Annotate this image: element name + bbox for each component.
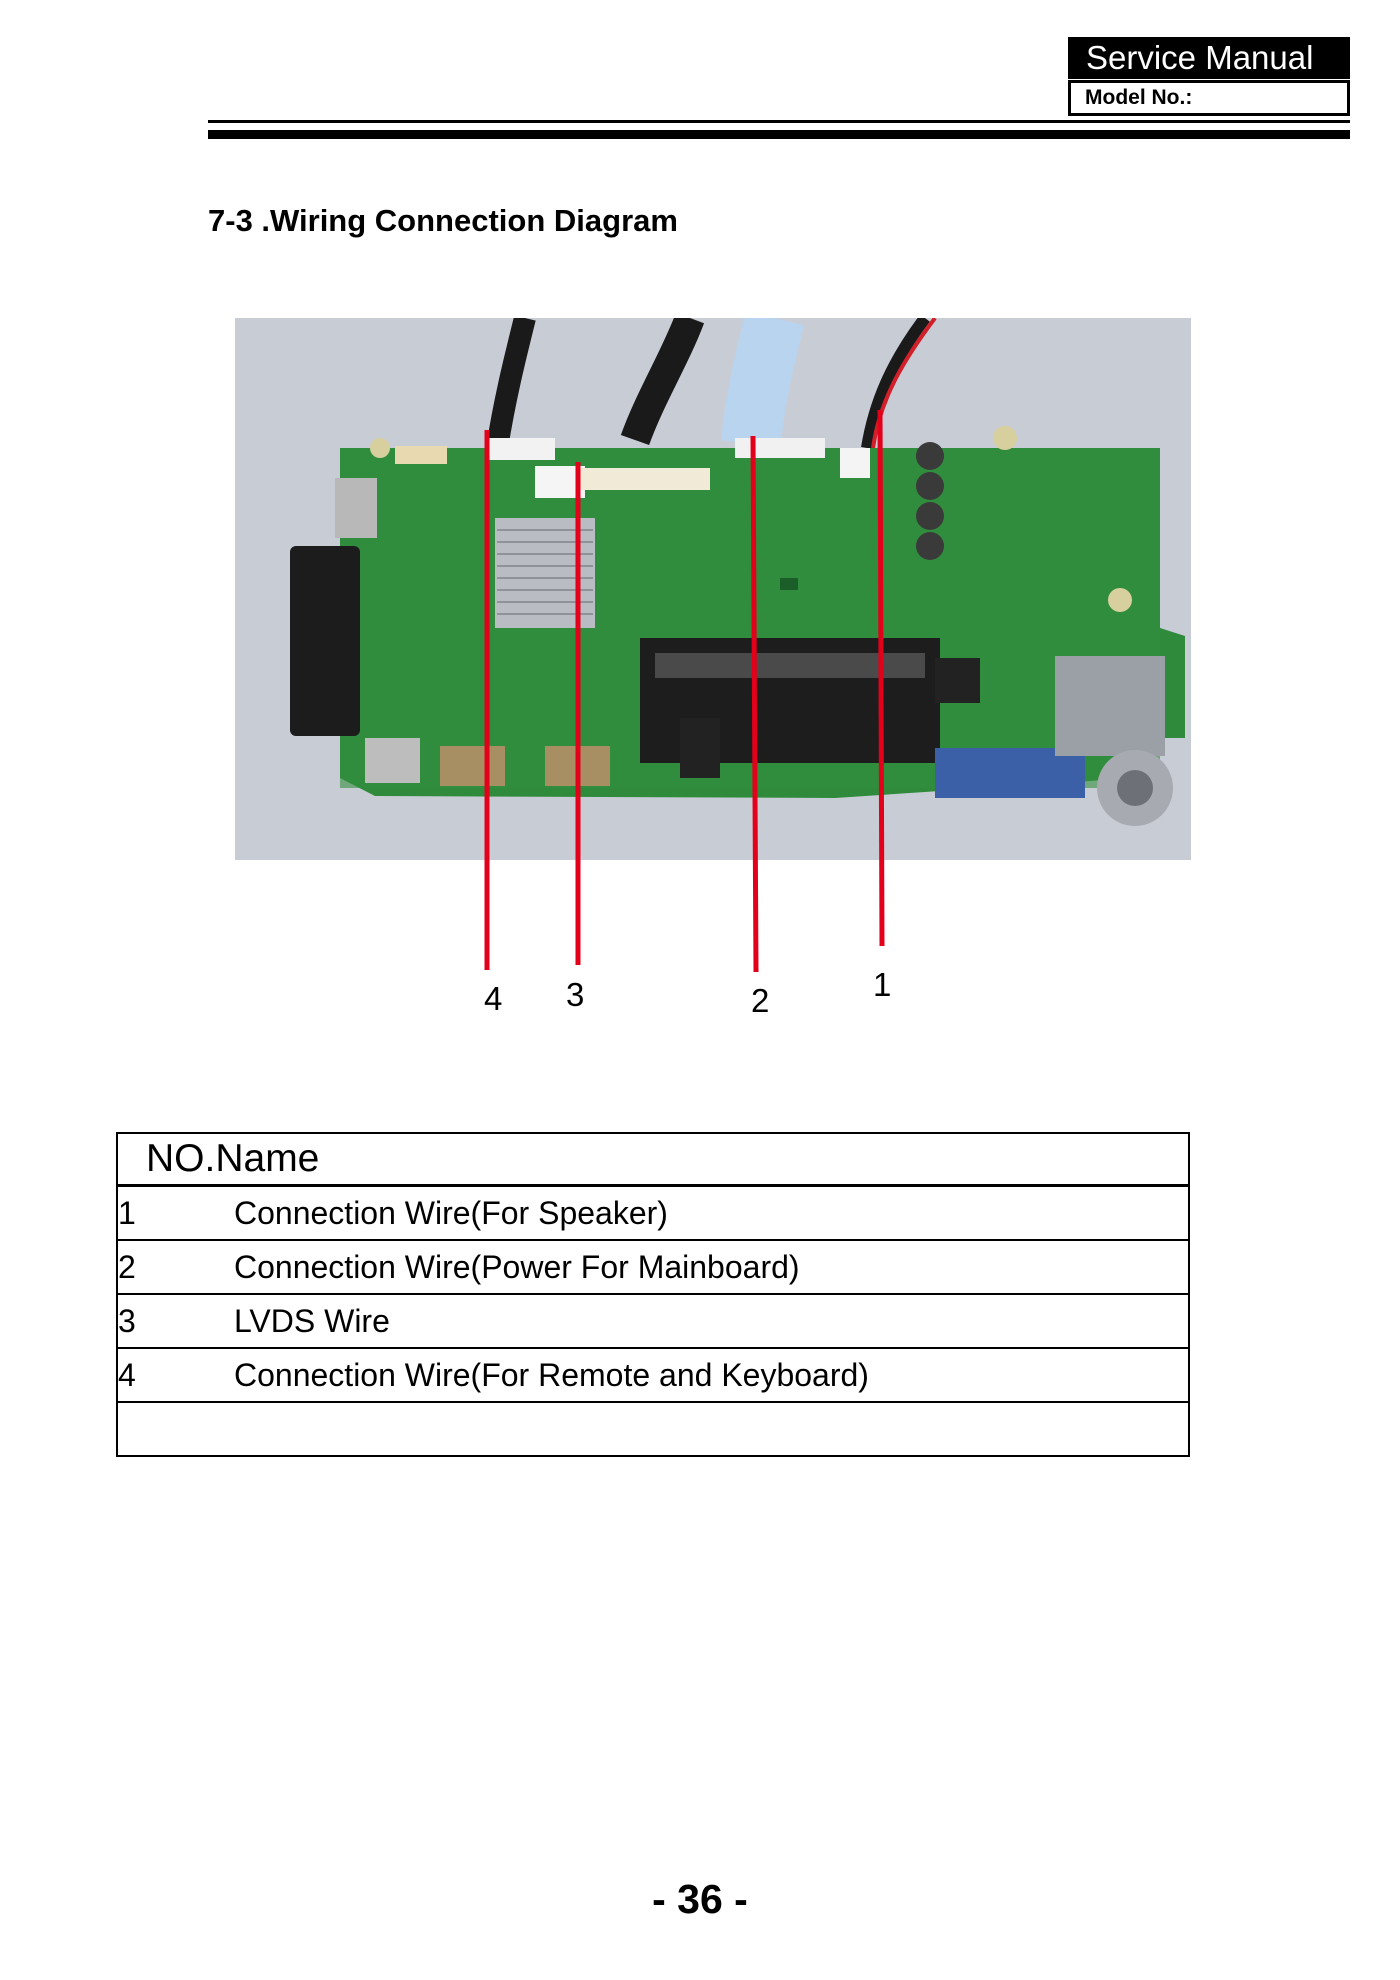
leader-line-1 [877, 409, 885, 947]
row-name: LVDS Wire [234, 1294, 1189, 1349]
table-header-row: NO.Name [117, 1133, 1189, 1187]
table-row: 1 Connection Wire(For Speaker) [117, 1185, 1189, 1241]
callout-1: 1 [873, 966, 892, 1003]
page-number: - 36 - [652, 1876, 748, 1922]
row-name: Connection Wire(For Speaker) [234, 1185, 1189, 1241]
table-header: NO.Name [117, 1133, 1189, 1187]
section-title: 7-3 .Wiring Connection Diagram [208, 203, 678, 238]
callout-3: 3 [566, 976, 585, 1013]
row-name: Connection Wire(For Remote and Keyboard) [234, 1348, 1189, 1403]
callout-2: 2 [751, 982, 770, 1019]
leader-lines [484, 409, 885, 973]
row-number [117, 1402, 234, 1457]
row-name [234, 1402, 1189, 1457]
row-name: Connection Wire(Power For Mainboard) [234, 1240, 1189, 1295]
callout-4: 4 [484, 980, 503, 1017]
row-number: 4 [117, 1348, 234, 1403]
header-rule-thin [208, 120, 1350, 123]
row-number: 3 [117, 1294, 234, 1349]
header-rule-thick [208, 130, 1350, 139]
table-row-empty [117, 1402, 1189, 1457]
row-number: 2 [117, 1240, 234, 1295]
mainboard-photo [235, 318, 1191, 860]
connection-table: NO.Name 1 Connection Wire(For Speaker) 2… [116, 1132, 1190, 1457]
model-number-field: Model No.: [1068, 80, 1350, 116]
leader-line-2 [750, 435, 759, 973]
row-number: 1 [117, 1185, 234, 1241]
table-row: 4 Connection Wire(For Remote and Keyboar… [117, 1348, 1189, 1403]
table-row: 2 Connection Wire(Power For Mainboard) [117, 1240, 1189, 1295]
manual-title: Service Manual [1068, 37, 1350, 79]
table-row: 3 LVDS Wire [117, 1294, 1189, 1349]
